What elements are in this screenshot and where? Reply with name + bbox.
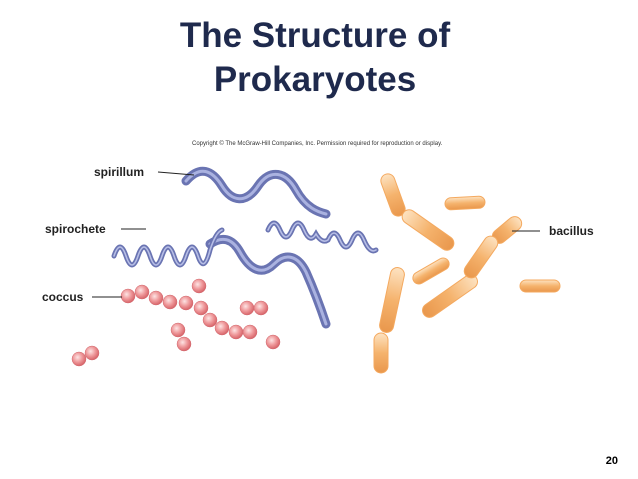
bacillus-cell [519, 279, 561, 293]
coccus-cell [120, 288, 136, 304]
bacillus-cell [380, 173, 406, 217]
bacillus-cell [401, 209, 455, 251]
coccus-cell [176, 336, 192, 352]
spirochete-cells [111, 220, 379, 268]
coccus-cell [265, 334, 281, 350]
bacillus-cell [444, 195, 486, 211]
label-spirochete: spirochete [45, 222, 106, 236]
spirillum-cell [181, 166, 331, 219]
bacillus-cell [379, 267, 405, 333]
title-line-1: The Structure of [179, 16, 451, 55]
label-leader-lines [92, 171, 540, 298]
bacillus-cells [373, 173, 561, 374]
spirillum-cells [181, 166, 331, 329]
coccus-cell [134, 284, 150, 300]
coccus-cell [170, 322, 186, 338]
coccus-cell [242, 324, 258, 340]
spirillum-leader-line [157, 171, 195, 176]
coccus-cell [214, 320, 230, 336]
coccus-cell [162, 294, 178, 310]
label-spirillum: spirillum [94, 165, 145, 179]
label-bacillus: bacillus [549, 224, 594, 238]
coccus-cell [191, 278, 207, 294]
bacillus-cell [422, 274, 478, 318]
coccus-cell [148, 290, 164, 306]
bacillus-cell [412, 257, 450, 285]
coccus-cell [193, 300, 209, 316]
coccus-cells [71, 278, 281, 367]
coccus-cell [202, 312, 218, 328]
slide-title: The Structure of Prokaryotes [150, 14, 480, 102]
bacillus-cell [373, 332, 389, 374]
bacillus-cell [463, 235, 499, 279]
coccus-cell [71, 351, 87, 367]
page-number: 20 [605, 455, 618, 467]
title-line-2: Prokaryotes [213, 60, 417, 99]
label-coccus: coccus [42, 290, 84, 304]
coccus-cell [253, 300, 269, 316]
coccus-cell [239, 300, 255, 316]
copyright-notice: Copyright © The McGraw-Hill Companies, I… [192, 141, 443, 147]
coccus-cell [84, 345, 100, 361]
coccus-cell [228, 324, 244, 340]
coccus-cell [178, 295, 194, 311]
